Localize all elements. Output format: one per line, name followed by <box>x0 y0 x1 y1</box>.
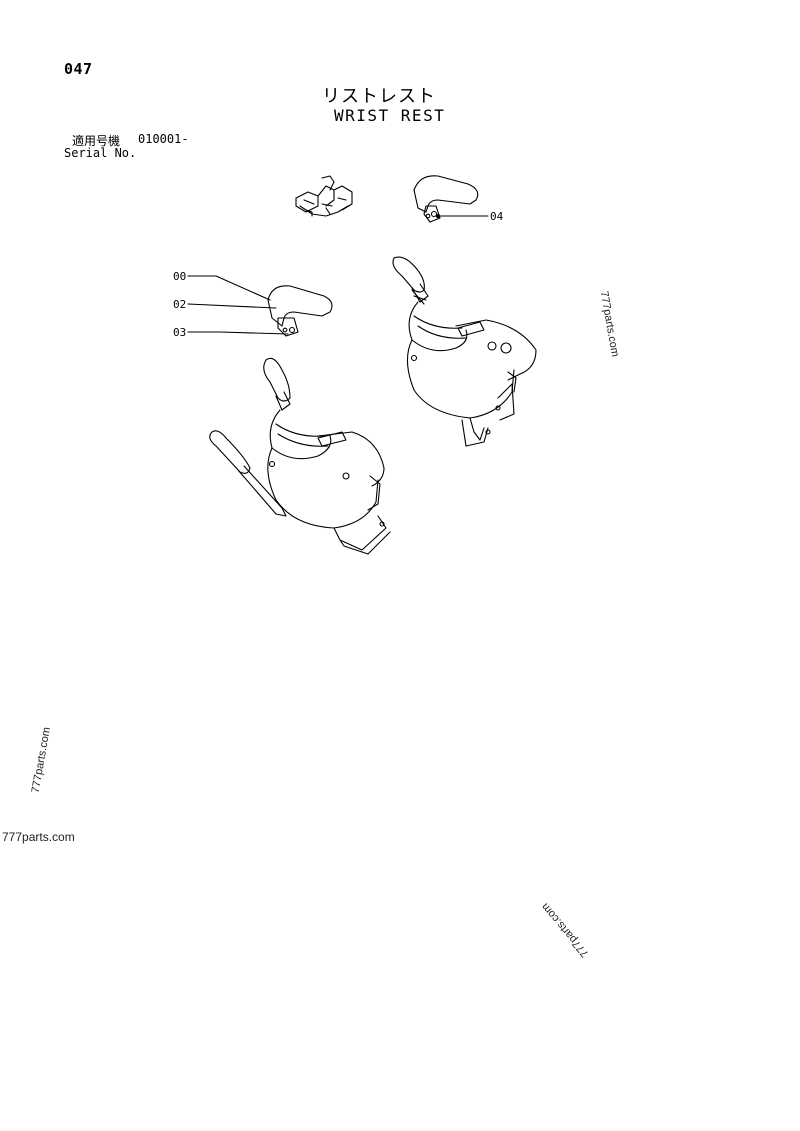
page-title: WRIST REST <box>334 106 446 125</box>
serial-label: Serial No. <box>64 146 137 160</box>
watermark-bottom-left: 777parts.com <box>2 830 75 844</box>
callout-04: 04 <box>490 210 504 223</box>
serial-value: 010001- <box>138 132 189 146</box>
serial-label-japanese: 適用号機 <box>72 134 121 148</box>
wrist-rest-04-drawing <box>413 175 479 223</box>
bracket-assembly-drawing <box>295 175 353 217</box>
page-title-japanese: リストレスト <box>322 86 436 107</box>
callout-02: 02 <box>173 298 186 311</box>
callout-00: 00 <box>173 270 186 283</box>
joystick-left-drawing <box>209 357 391 555</box>
joystick-right-drawing <box>392 256 537 447</box>
wrist-rest-left-drawing <box>267 285 333 337</box>
page-number: 047 <box>64 60 93 78</box>
callout-03: 03 <box>173 326 186 339</box>
